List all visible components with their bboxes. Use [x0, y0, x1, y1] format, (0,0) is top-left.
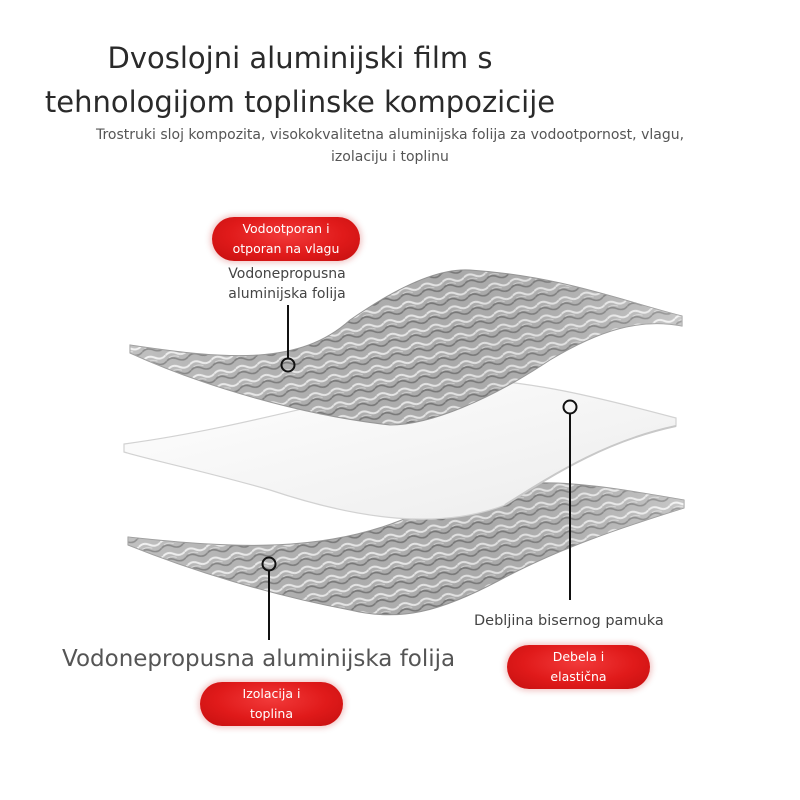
label-bottom-foil: Vodonepropusna aluminijska folija: [62, 646, 456, 672]
page-subtitle: Trostruki sloj kompozita, visokokvalitet…: [40, 124, 740, 168]
label-pearl-cotton: Debljina bisernog pamuka: [474, 613, 664, 629]
label-top-foil-line-2: aluminijska folija: [228, 286, 346, 302]
subtitle-line-1: Trostruki sloj kompozita, visokokvalitet…: [95, 127, 685, 143]
badge-waterproof: Vodootporan i otporan na vlagu: [212, 217, 360, 261]
badge-insulation-line-2: toplina: [249, 706, 293, 721]
badge-thick-elastic-line-2: elastična: [550, 669, 607, 684]
title-line-2: tehnologijom toplinske kompozicije: [44, 85, 556, 119]
label-top-foil-line-1: Vodonepropusna: [228, 266, 346, 282]
subtitle-line-2: izolaciju i toplinu: [331, 149, 449, 165]
marker-circle-middle: [562, 399, 578, 415]
badge-insulation: Izolacija i toplina: [200, 682, 343, 726]
leader-top: [280, 305, 296, 373]
badge-thick-elastic: Debela i elastična: [507, 645, 650, 689]
top-foil-layer: [129, 269, 683, 426]
badge-insulation-line-1: Izolacija i: [242, 686, 301, 701]
leader-middle: [562, 399, 578, 600]
badge-thick-elastic-line-1: Debela i: [552, 649, 605, 664]
title-line-1: Dvoslojni aluminijski film s: [107, 41, 493, 75]
leader-bottom: [261, 556, 277, 640]
marker-circle-top: [280, 357, 296, 373]
badge-waterproof-line-2: otporan na vlagu: [232, 241, 340, 256]
page-title: Dvoslojni aluminijski film s tehnologijo…: [0, 36, 600, 124]
marker-circle-bottom: [261, 556, 277, 572]
bottom-foil-layer: [127, 482, 685, 616]
label-top-foil: Vodonepropusna aluminijska folija: [212, 264, 362, 304]
badge-waterproof-line-1: Vodootporan i: [242, 221, 330, 236]
